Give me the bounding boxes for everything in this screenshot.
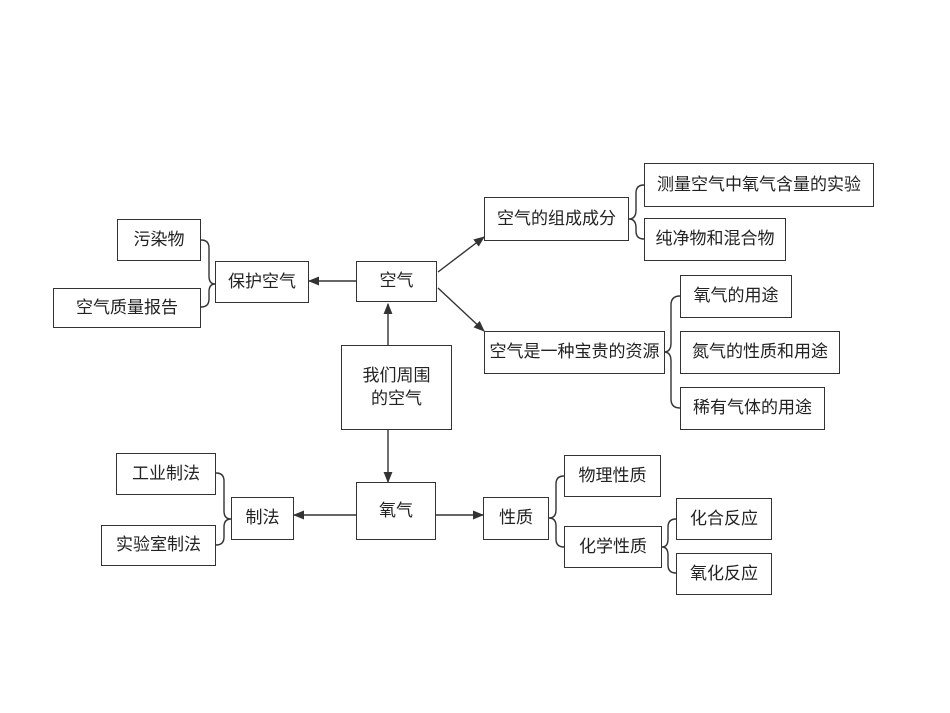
preparation-box: 制法 bbox=[231, 497, 294, 540]
oxygen-uses-box: 氧气的用途 bbox=[680, 275, 792, 318]
preparation-label: 制法 bbox=[245, 508, 280, 529]
pollutants-label: 污染物 bbox=[133, 229, 185, 250]
brace-composition bbox=[628, 184, 645, 240]
industrial-prep-label: 工业制法 bbox=[132, 463, 200, 484]
combination-reaction-label: 化合反应 bbox=[690, 508, 758, 529]
lab-prep-label: 实验室制法 bbox=[116, 535, 201, 556]
brace-prep bbox=[215, 472, 232, 546]
air-composition-label: 空气的组成成分 bbox=[497, 208, 616, 229]
protect-air-label: 保护空气 bbox=[228, 271, 296, 292]
properties-label: 性质 bbox=[499, 508, 533, 529]
air-quality-report-box: 空气质量报告 bbox=[53, 288, 201, 328]
pure-mixture-box: 纯净物和混合物 bbox=[644, 218, 786, 261]
protect-air-box: 保护空气 bbox=[215, 261, 309, 303]
nitrogen-props-label: 氮气的性质和用途 bbox=[692, 342, 828, 363]
arrow-air-to-resource bbox=[437, 287, 485, 332]
oxygen-uses-label: 氧气的用途 bbox=[693, 286, 779, 307]
oxidation-reaction-label: 氧化反应 bbox=[690, 563, 758, 584]
nitrogen-props-box: 氮气的性质和用途 bbox=[680, 331, 840, 374]
noble-gas-uses-box: 稀有气体的用途 bbox=[680, 387, 825, 430]
brace-chemical bbox=[661, 518, 677, 574]
industrial-prep-box: 工业制法 bbox=[116, 453, 216, 495]
brace-resource bbox=[663, 295, 681, 409]
air-resource-label: 空气是一种宝贵的资源 bbox=[489, 342, 660, 363]
physical-props-label: 物理性质 bbox=[578, 465, 647, 486]
combination-reaction-box: 化合反应 bbox=[676, 498, 772, 540]
measure-oxygen-label: 测量空气中氧气含量的实验 bbox=[657, 174, 861, 195]
brace-protect bbox=[200, 239, 216, 308]
physical-props-box: 物理性质 bbox=[564, 455, 661, 497]
lab-prep-box: 实验室制法 bbox=[101, 525, 216, 566]
air-quality-report-label: 空气质量报告 bbox=[76, 297, 178, 318]
center-topic-label: 我们周围的空气 bbox=[362, 365, 431, 409]
air-resource-box: 空气是一种宝贵的资源 bbox=[484, 331, 665, 374]
oxygen-box: 氧气 bbox=[356, 482, 436, 540]
air-composition-box: 空气的组成成分 bbox=[484, 197, 629, 241]
noble-gas-uses-label: 稀有气体的用途 bbox=[693, 398, 812, 419]
air-box: 空气 bbox=[356, 261, 437, 302]
pollutants-box: 污染物 bbox=[117, 219, 201, 261]
measure-oxygen-box: 测量空气中氧气含量的实验 bbox=[644, 163, 874, 207]
oxygen-label: 氧气 bbox=[379, 500, 413, 521]
chemical-props-box: 化学性质 bbox=[564, 526, 662, 568]
air-label: 空气 bbox=[379, 271, 414, 292]
oxidation-reaction-box: 氧化反应 bbox=[676, 553, 772, 595]
pure-mixture-label: 纯净物和混合物 bbox=[655, 229, 775, 250]
brace-props bbox=[548, 475, 565, 548]
center-topic-box: 我们周围的空气 bbox=[341, 345, 452, 430]
chemical-props-label: 化学性质 bbox=[579, 536, 647, 557]
arrow-air-to-composition bbox=[437, 236, 485, 273]
properties-box: 性质 bbox=[483, 497, 549, 540]
